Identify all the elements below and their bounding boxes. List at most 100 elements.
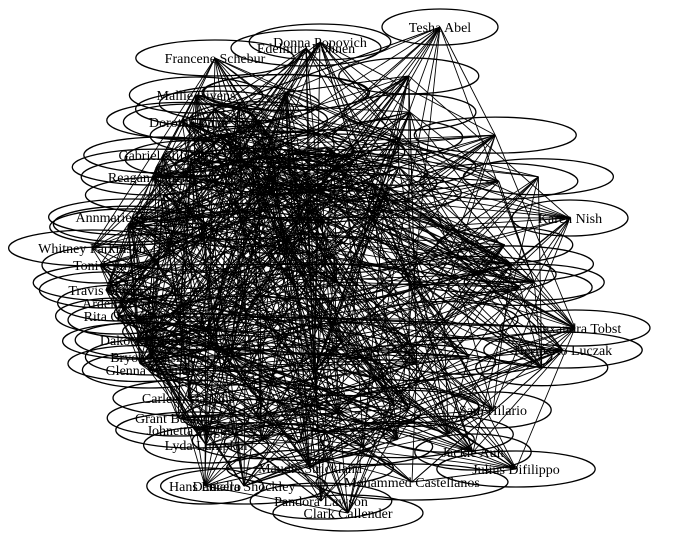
graph-node-ellipse bbox=[56, 284, 184, 322]
graph-edge bbox=[148, 369, 398, 441]
graph-node: Mallie Bivens bbox=[128, 76, 264, 114]
graph-edge bbox=[127, 180, 499, 228]
graph-node-ellipse bbox=[413, 116, 577, 154]
graph-node: Gabriel Stilwell bbox=[83, 136, 243, 174]
graph-node-label: Tesha Abel bbox=[409, 21, 472, 36]
graph-node-ellipse bbox=[174, 147, 332, 185]
graph-node-ellipse bbox=[475, 349, 609, 387]
graph-edge bbox=[136, 47, 307, 321]
graph-node-label: Bryon Lansing bbox=[110, 351, 194, 366]
graph-node-label: Hans Lucero bbox=[169, 480, 241, 495]
graph-node-ellipse bbox=[113, 294, 247, 332]
graph-node-ellipse bbox=[434, 391, 552, 429]
graph-edge bbox=[127, 226, 337, 283]
graph-node-label: Gabriel Stilwell bbox=[118, 149, 207, 164]
graph-edge bbox=[411, 468, 517, 483]
graph-edge bbox=[448, 409, 494, 435]
graph-node-ellipse bbox=[293, 427, 434, 466]
graph-edge bbox=[347, 26, 441, 514]
graph-node-ellipse bbox=[385, 337, 553, 375]
graph-node-ellipse bbox=[255, 394, 422, 432]
graph-edge bbox=[162, 154, 282, 237]
graph-edge bbox=[319, 41, 496, 136]
graph-edge bbox=[177, 405, 395, 419]
graph-edge bbox=[336, 111, 411, 283]
graph-node-label: Francene Schebur bbox=[165, 52, 266, 67]
graph-edge bbox=[385, 192, 512, 265]
graph-node-ellipse bbox=[338, 57, 480, 95]
graph-edge bbox=[155, 94, 197, 168]
graph-edge bbox=[515, 327, 576, 470]
graph-node: Tesha Abel bbox=[381, 8, 499, 46]
graph-edge bbox=[257, 362, 417, 418]
graph-node-ellipse bbox=[230, 29, 382, 67]
graph-edge bbox=[127, 108, 215, 228]
graph-node: Jackie Ault bbox=[414, 433, 532, 471]
graph-node: Glenna Wagner bbox=[81, 351, 217, 389]
graph-edge bbox=[313, 176, 539, 372]
graph-edge bbox=[314, 286, 521, 372]
graph-edge bbox=[258, 119, 262, 441]
graph-edge bbox=[136, 319, 179, 419]
graph-node-ellipse bbox=[49, 208, 207, 246]
graph-edge bbox=[204, 192, 386, 487]
graph-node-ellipse bbox=[248, 185, 389, 224]
graph-node-ellipse bbox=[319, 420, 475, 459]
graph-edge bbox=[309, 281, 535, 469]
graph-edge bbox=[511, 263, 576, 329]
graph-node-ellipse bbox=[428, 245, 595, 283]
graph-node-ellipse bbox=[419, 162, 579, 200]
graph-node-label: Glenna Wagner bbox=[106, 364, 193, 379]
graph-node-label: Mohammed Castellanos bbox=[344, 476, 480, 491]
graph-node-ellipse bbox=[61, 322, 212, 360]
graph-edge bbox=[136, 180, 499, 342]
graph-node: Hans Lucero bbox=[146, 467, 264, 505]
graph-node-label: Sam Hilario bbox=[459, 404, 527, 419]
graph-node: Grant Belanger bbox=[106, 399, 250, 437]
graph-edge bbox=[305, 47, 398, 138]
graph-node-ellipse bbox=[223, 423, 376, 461]
graph-edge bbox=[222, 135, 396, 406]
graph-node-ellipse bbox=[414, 433, 532, 471]
graph-edge bbox=[145, 339, 449, 435]
graph-edge bbox=[99, 180, 499, 266]
graph-node: Ardella Koch bbox=[56, 284, 184, 322]
graph-edge bbox=[333, 255, 339, 414]
graph-edge bbox=[316, 386, 474, 453]
graph-edge bbox=[239, 103, 372, 185]
graph-edge bbox=[108, 282, 138, 321]
graph-node-ellipse bbox=[158, 84, 320, 123]
graph-edge bbox=[187, 286, 521, 399]
graph-edge bbox=[333, 152, 338, 283]
graph-edge bbox=[347, 446, 365, 514]
graph-node-ellipse bbox=[52, 205, 204, 243]
graph-node-ellipse bbox=[54, 297, 182, 335]
graph-node-ellipse bbox=[81, 351, 217, 389]
graph-edge bbox=[257, 349, 564, 418]
graph-edge bbox=[384, 75, 410, 193]
graph-node-ellipse bbox=[213, 217, 349, 255]
graph-node-ellipse bbox=[38, 271, 174, 309]
graph-node-label: Mallie Bivens bbox=[157, 89, 236, 104]
graph-node-ellipse bbox=[122, 103, 258, 141]
graph-node-label: Jackie Ault bbox=[442, 446, 505, 461]
graph-edge bbox=[204, 485, 349, 514]
graph-node-label: Pandora Lawson bbox=[274, 495, 368, 510]
graph-node-ellipse bbox=[47, 198, 217, 236]
graph-edge bbox=[136, 319, 349, 514]
graph-node-label: Whitney Parkinson bbox=[38, 242, 146, 257]
graph-edge bbox=[299, 217, 571, 443]
graph-node-label: Johnetta Wiggins bbox=[147, 424, 244, 439]
graph-node-ellipse bbox=[147, 348, 295, 386]
graph-node-label: Ardella Koch bbox=[82, 297, 158, 312]
graph-node-label: Reagan Lanzilo bbox=[108, 171, 196, 186]
graph-edge bbox=[91, 57, 216, 249]
graph-edge bbox=[408, 75, 410, 409]
graph-node-label: Daniella Shockley bbox=[192, 480, 295, 495]
graph-node-label: Grant Belanger bbox=[135, 412, 221, 427]
graph-node: Alexandra Tobst bbox=[499, 309, 651, 347]
graph-edge bbox=[397, 136, 543, 368]
graph-edge bbox=[214, 108, 337, 283]
graph-node-label: Rita Gossett bbox=[84, 310, 153, 325]
